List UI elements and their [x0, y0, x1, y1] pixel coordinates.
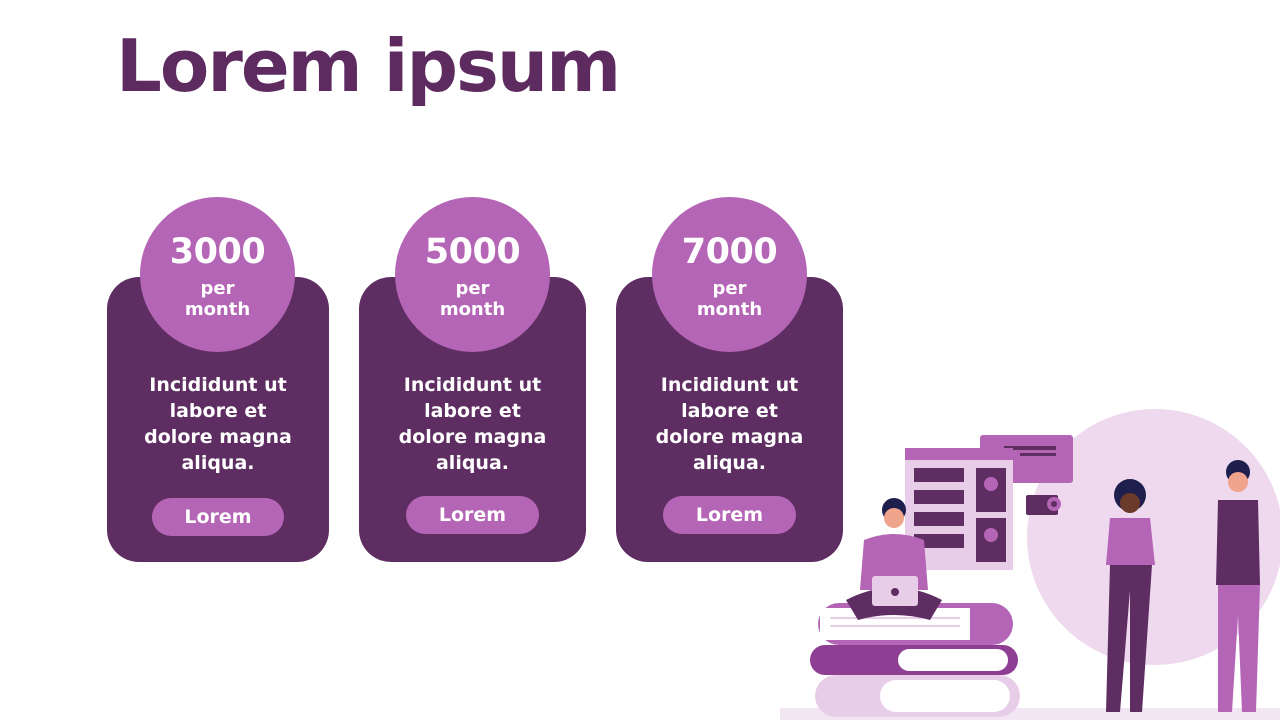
price-amount-2: 5000	[424, 232, 521, 272]
slide-title: Lorem ipsum	[116, 24, 621, 108]
team-illustration	[780, 409, 1280, 720]
gear-icon	[1026, 495, 1061, 515]
price-unit-1: per month	[184, 278, 251, 320]
card-description-2: Incididunt ut labore et dolore magna ali…	[398, 374, 547, 474]
books-icon	[810, 603, 1020, 717]
price-unit-2: per month	[439, 278, 506, 320]
price-circle-2: 5000 per month	[395, 197, 550, 352]
laptop-icon	[872, 576, 918, 606]
standing-man	[1216, 460, 1260, 712]
chat-panel-icon	[905, 435, 1073, 570]
price-circle-3: 7000 per month	[652, 197, 807, 352]
card-description-3: Incididunt ut labore et dolore magna ali…	[655, 374, 804, 474]
card-button-2[interactable]: Lorem	[406, 496, 539, 534]
price-amount-1: 3000	[169, 232, 266, 272]
price-amount-3: 7000	[681, 232, 778, 272]
card-button-3[interactable]: Lorem	[663, 496, 796, 534]
price-circle-1: 3000 per month	[140, 197, 295, 352]
background-circle	[1027, 409, 1280, 665]
standing-woman	[1106, 479, 1155, 712]
card-description-1: Incididunt ut labore et dolore magna ali…	[144, 374, 292, 474]
card-button-1[interactable]: Lorem	[152, 498, 284, 536]
price-unit-3: per month	[696, 278, 763, 320]
